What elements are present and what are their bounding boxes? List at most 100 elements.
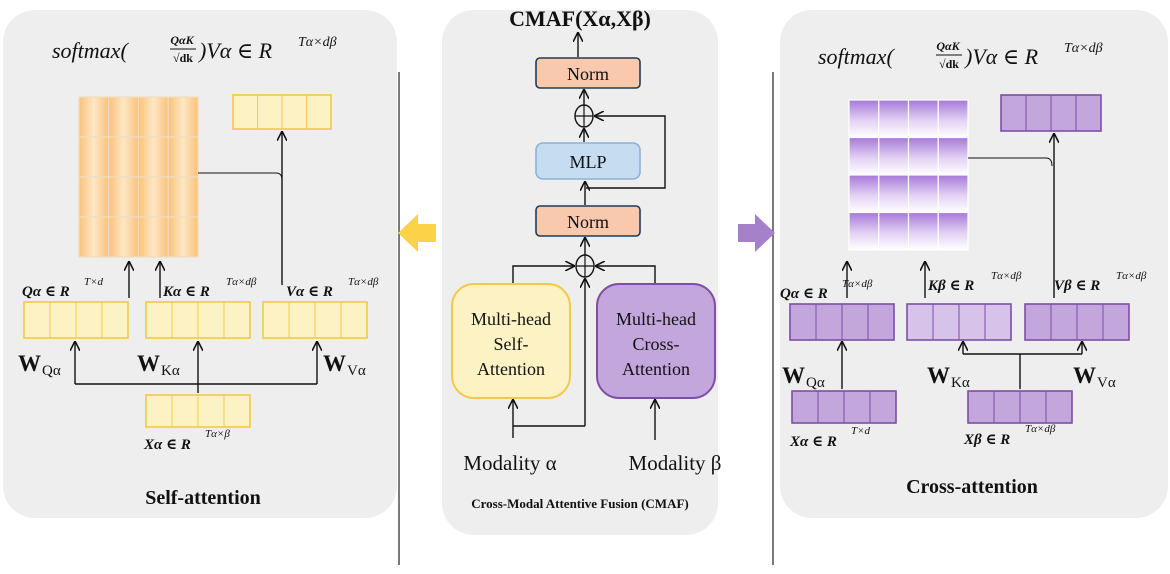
matrix-cell <box>137 136 169 178</box>
matrix-cell <box>878 99 910 139</box>
left-q-vector <box>23 301 129 339</box>
left-attention-matrix <box>78 96 199 258</box>
svg-text:Kβ ∈ R: Kβ ∈ R <box>927 278 974 294</box>
add-circle-bottom <box>575 254 595 278</box>
right-wk-label: W Kα <box>927 363 970 391</box>
matrix-cell <box>167 136 199 178</box>
svg-text:W: W <box>323 351 346 376</box>
center-title: CMAF(Xα,Xβ) <box>509 6 651 31</box>
svg-text:QαK: QαK <box>170 33 194 47</box>
matrix-cell <box>78 136 110 178</box>
svg-text:Norm: Norm <box>567 212 609 232</box>
left-wq-label: W Qα <box>18 351 61 379</box>
svg-text:Kα: Kα <box>161 363 180 379</box>
left-x-vector <box>145 394 251 428</box>
svg-text:MLP: MLP <box>569 152 606 172</box>
matrix-cell <box>167 216 199 258</box>
cross-attention-box <box>596 283 716 399</box>
right-v-label: Vβ ∈ R Tα×dβ <box>1054 270 1147 294</box>
svg-text:Attention: Attention <box>622 359 690 379</box>
svg-text:Qα ∈ R: Qα ∈ R <box>22 284 70 300</box>
svg-text:Xα ∈ R: Xα ∈ R <box>143 437 191 453</box>
right-q-vector <box>789 303 895 341</box>
norm-bottom-box <box>535 205 641 237</box>
left-v-label: Vα ∈ R Tα×dβ <box>286 276 379 300</box>
modality-alpha-label: Modality α <box>463 451 556 475</box>
matrix-cell <box>907 136 939 176</box>
svg-text:)Vα ∈ R: )Vα ∈ R <box>197 38 273 63</box>
matrix-cell <box>907 99 939 139</box>
svg-text:W: W <box>1073 363 1096 388</box>
right-k-label: Kβ ∈ R Tα×dβ <box>927 270 1022 294</box>
svg-text:T×d: T×d <box>84 276 104 288</box>
matrix-cell <box>878 136 910 176</box>
svg-text:Vα ∈ R: Vα ∈ R <box>286 284 333 300</box>
svg-text:W: W <box>18 351 41 376</box>
left-wk-label: W Kα <box>137 351 180 379</box>
svg-text:Tα×dβ: Tα×dβ <box>348 276 379 288</box>
arrow-to-cross-attention <box>738 214 775 252</box>
modality-beta-label: Modality β <box>629 451 722 475</box>
svg-text:Norm: Norm <box>567 64 609 84</box>
left-formula: softmax( QαK √dk )Vα ∈ R Tα×dβ <box>52 33 337 65</box>
svg-text:Cross-: Cross- <box>632 334 679 354</box>
right-matrix-link <box>968 157 1053 167</box>
center-caption: Cross-Modal Attentive Fusion (CMAF) <box>471 496 689 511</box>
matrix-cell <box>907 174 939 214</box>
matrix-cell <box>167 96 199 138</box>
svg-text:Tα×dβ: Tα×dβ <box>1116 270 1147 282</box>
svg-text:Vα: Vα <box>347 363 366 379</box>
right-formula: softmax( QαK √dk )Vα ∈ R Tα×dβ <box>818 39 1103 71</box>
matrix-cell <box>907 211 939 251</box>
matrix-cell <box>878 174 910 214</box>
left-k-vector <box>145 301 251 339</box>
svg-text:softmax(: softmax( <box>52 38 129 63</box>
arrow-to-self-attention <box>398 214 436 252</box>
svg-text:Tα×dβ: Tα×dβ <box>298 35 337 50</box>
matrix-cell <box>167 176 199 218</box>
right-q-label: Qα ∈ R Tα×dβ <box>780 278 873 302</box>
center-input-lines <box>513 400 655 440</box>
svg-text:W: W <box>137 351 160 376</box>
right-v-vector <box>1024 303 1130 341</box>
right-k-vector <box>906 303 1012 341</box>
right-wv-label: W Vα <box>1073 363 1116 391</box>
right-xa-vector <box>791 390 897 424</box>
right-attention-matrix <box>848 99 969 251</box>
matrix-cell <box>137 176 169 218</box>
matrix-cell <box>937 99 969 139</box>
svg-text:Xβ ∈ R: Xβ ∈ R <box>963 432 1010 448</box>
residual-top <box>586 116 666 189</box>
svg-text:W: W <box>782 363 805 388</box>
right-wq-label: W Qα <box>782 363 825 391</box>
matrix-cell <box>848 99 880 139</box>
right-xb-label: Xβ ∈ R Tα×dβ <box>963 423 1056 448</box>
svg-text:)Vα ∈ R: )Vα ∈ R <box>963 44 1039 69</box>
svg-text:Multi-head: Multi-head <box>616 309 696 329</box>
svg-text:Tα×dβ: Tα×dβ <box>991 270 1022 282</box>
matrix-cell <box>137 96 169 138</box>
left-matrix-link <box>198 172 283 181</box>
matrix-cell <box>848 136 880 176</box>
mlp-box <box>535 142 641 180</box>
svg-text:Xα ∈ R: Xα ∈ R <box>789 434 837 450</box>
matrix-cell <box>937 174 969 214</box>
matrix-cell <box>78 96 110 138</box>
svg-text:softmax(: softmax( <box>818 44 895 69</box>
matrix-cell <box>878 211 910 251</box>
svg-text:T×d: T×d <box>851 425 871 437</box>
right-output-vector <box>1000 94 1102 132</box>
svg-text:Attention: Attention <box>477 359 545 379</box>
svg-text:Tα×β: Tα×β <box>205 428 230 440</box>
svg-text:√dk: √dk <box>173 51 193 65</box>
svg-text:Vα: Vα <box>1097 375 1116 391</box>
svg-text:W: W <box>927 363 950 388</box>
matrix-cell <box>937 136 969 176</box>
add-circle-top <box>574 104 594 128</box>
left-k-label: Kα ∈ R Tα×dβ <box>162 276 257 300</box>
svg-text:Qα ∈ R: Qα ∈ R <box>780 286 828 302</box>
matrix-cell <box>108 176 140 218</box>
right-caption: Cross-attention <box>906 476 1038 498</box>
right-xa-label: Xα ∈ R T×d <box>789 425 871 450</box>
